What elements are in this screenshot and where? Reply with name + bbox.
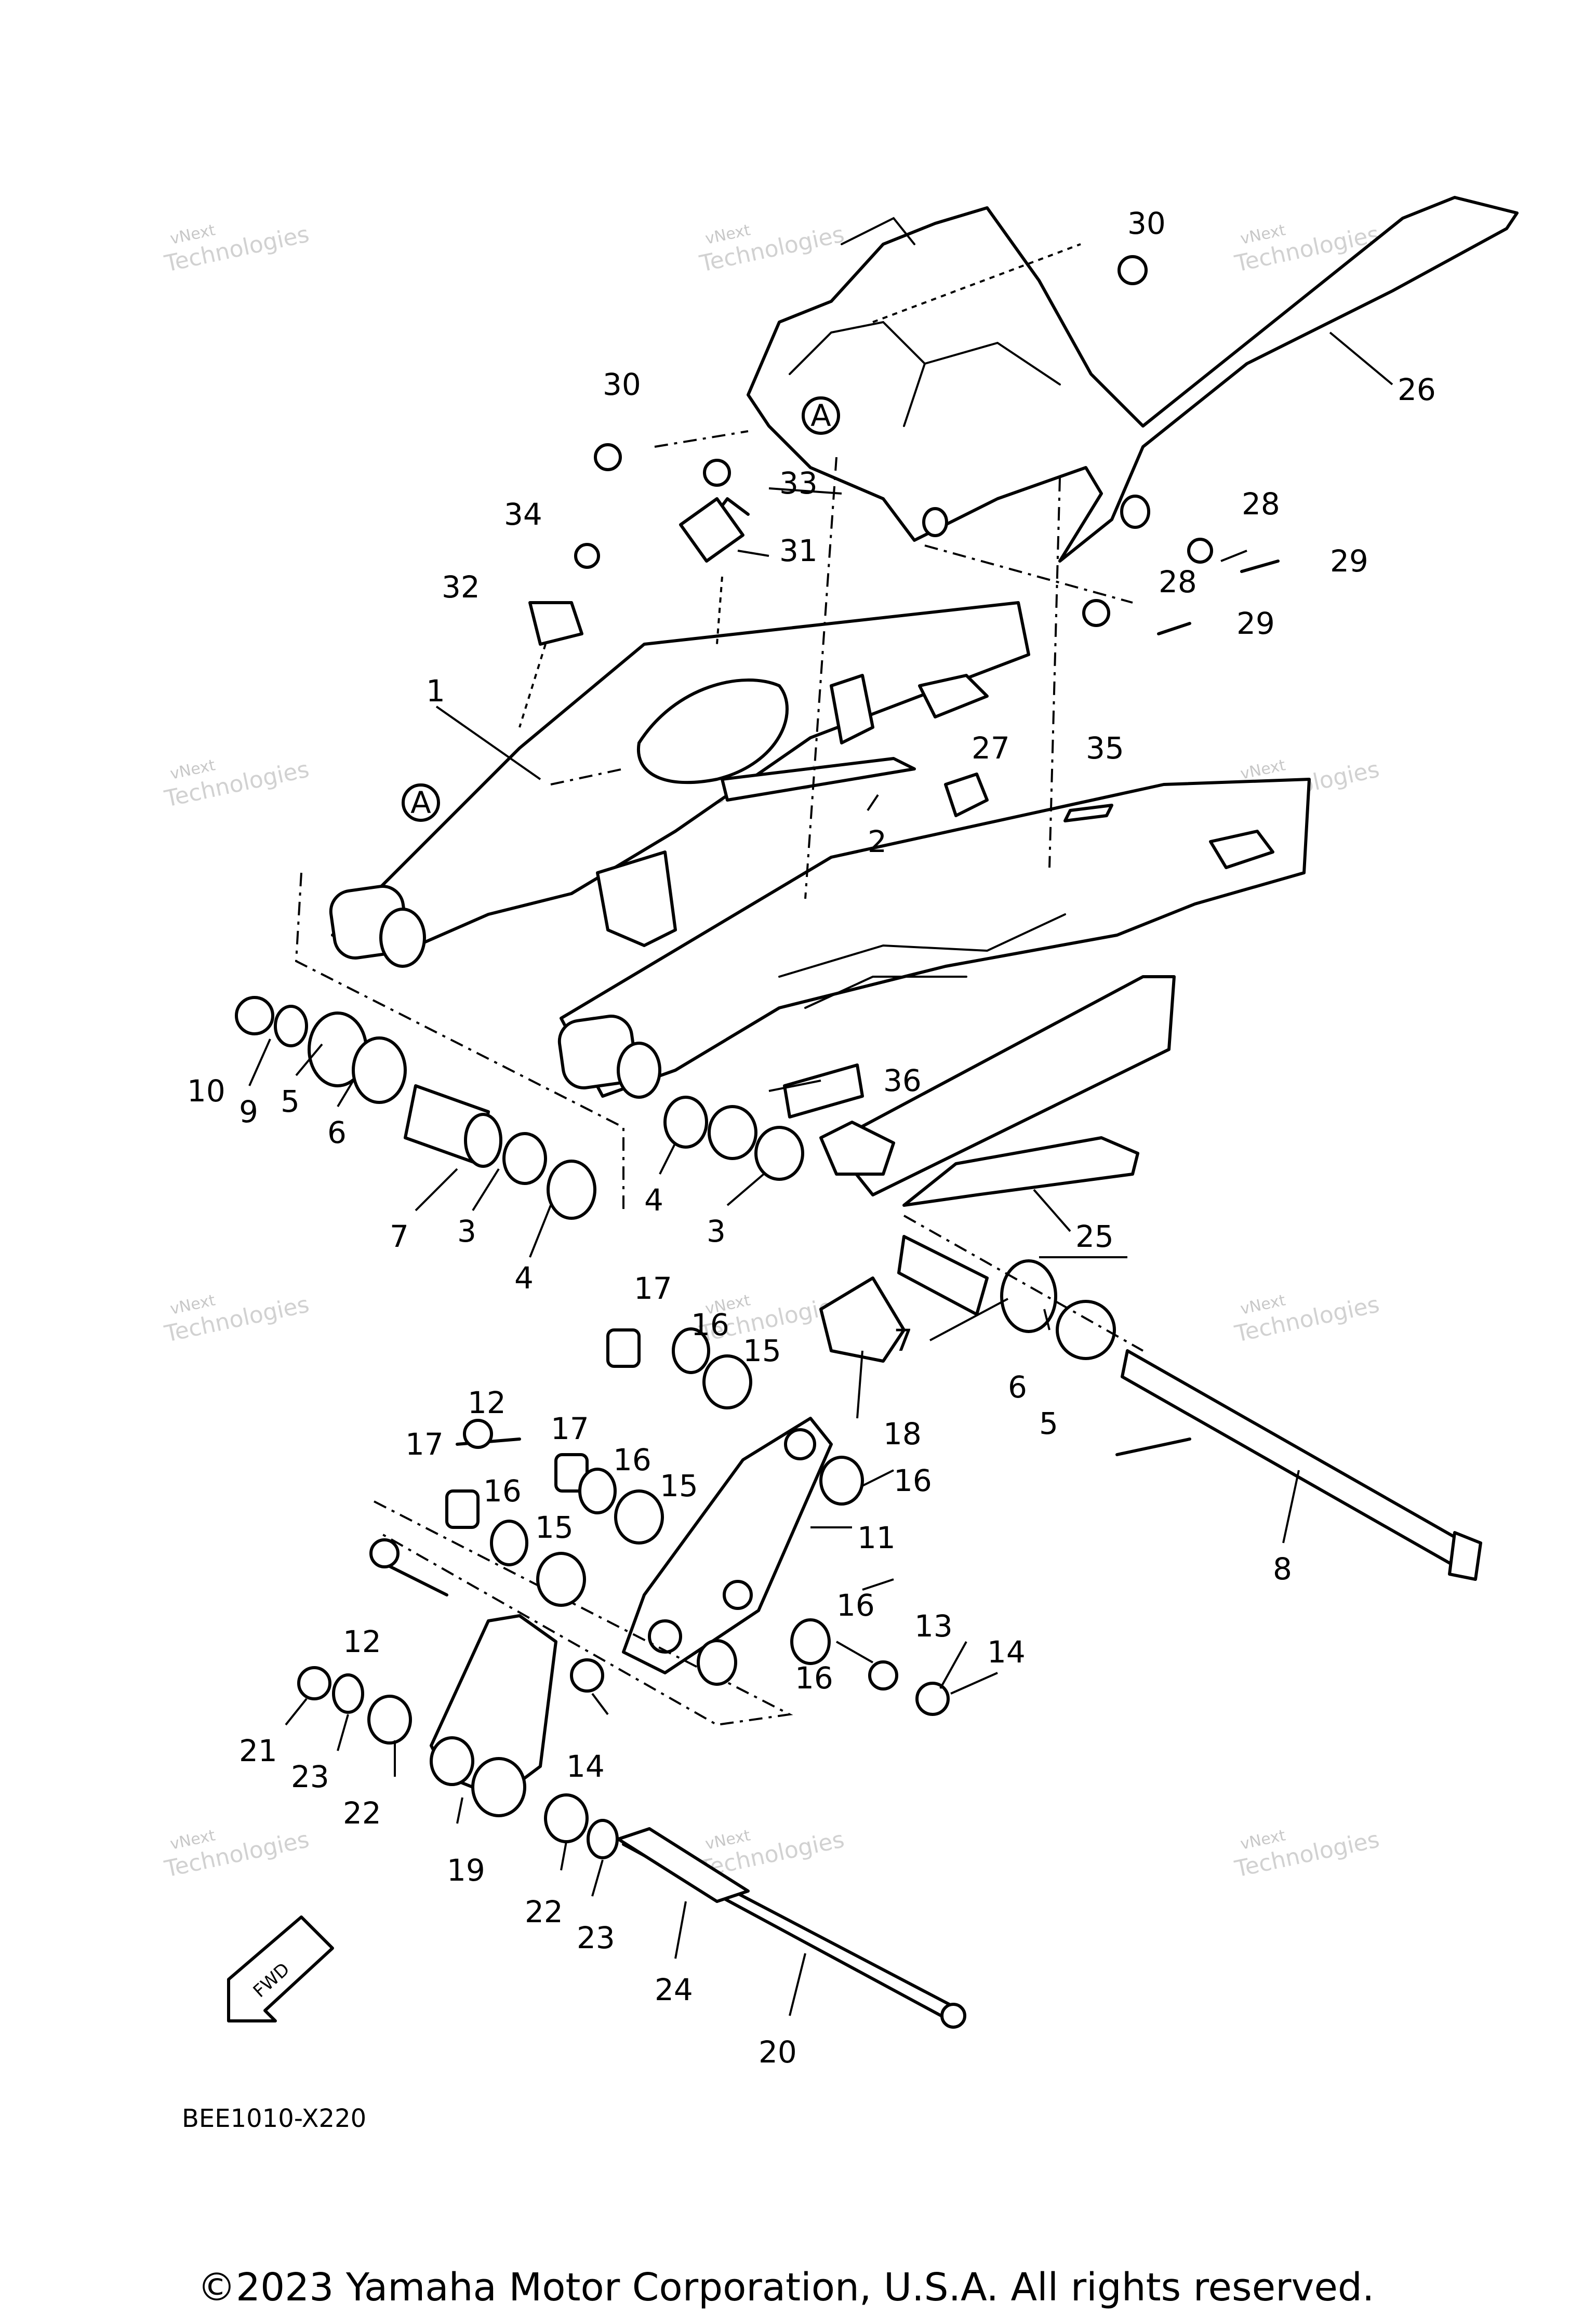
callout-20: 20 [759, 2034, 797, 2070]
fasteners [297, 255, 1280, 1859]
callout-6: 6 [327, 1115, 347, 1150]
leader-lines [248, 331, 1393, 2016]
rear-fender [747, 196, 1519, 563]
callout-6: 6 [1008, 1369, 1027, 1405]
callout-12: 12 [468, 1385, 506, 1420]
callout-16: 16 [613, 1442, 651, 1478]
callout-29: 29 [1330, 543, 1368, 579]
callout-8: 8 [1273, 1551, 1292, 1587]
callout-14: 14 [566, 1749, 605, 1784]
callout-19: 19 [447, 1853, 485, 1888]
callout-25: 25 [1075, 1219, 1114, 1254]
callout-22: 22 [343, 1795, 381, 1831]
callout-35: 35 [1086, 730, 1124, 766]
callout-1: 1 [426, 673, 445, 709]
ref-marker-label: A [410, 785, 431, 820]
swingarm [329, 601, 1311, 1099]
callout-16: 16 [894, 1463, 932, 1498]
callout-33: 33 [779, 465, 818, 501]
callout-12: 12 [343, 1624, 381, 1659]
callout-7: 7 [390, 1219, 409, 1254]
callout-15: 15 [535, 1510, 574, 1545]
callout-16: 16 [836, 1588, 875, 1623]
pivot-hardware-left [235, 872, 624, 1220]
callout-23: 23 [577, 1920, 615, 1955]
callout-3: 3 [457, 1214, 476, 1249]
callout-15: 15 [743, 1333, 781, 1368]
callout-18: 18 [883, 1416, 922, 1452]
callouts: 1 2 3 3 4 4 5 5 6 6 7 7 8 9 10 11 12 12 … [187, 206, 1436, 2070]
callout-5: 5 [1039, 1406, 1058, 1441]
callout-10: 10 [187, 1073, 225, 1109]
diagram-code: BEE1010-X220 [182, 2104, 367, 2133]
callout-5: 5 [281, 1084, 300, 1119]
copyright-notice: ©2023 Yamaha Motor Corporation, U.S.A. A… [197, 2265, 1375, 2310]
callout-16: 16 [483, 1473, 522, 1509]
callout-32: 32 [442, 569, 480, 605]
callout-21: 21 [239, 1733, 277, 1768]
callout-17: 17 [405, 1427, 444, 1462]
callout-24: 24 [655, 1972, 693, 2007]
callout-36: 36 [883, 1063, 922, 1098]
callout-3: 3 [707, 1214, 726, 1249]
assembly-lines [518, 243, 1133, 899]
callout-16: 16 [795, 1660, 833, 1696]
callout-7: 7 [894, 1323, 913, 1358]
callout-17: 17 [634, 1271, 672, 1306]
callout-31: 31 [779, 533, 818, 568]
fwd-arrow: FWD [227, 1915, 334, 2022]
callout-2: 2 [868, 824, 887, 859]
callout-30: 30 [1127, 206, 1166, 241]
callout-17: 17 [551, 1411, 589, 1446]
callout-29: 29 [1236, 606, 1275, 641]
callout-4: 4 [644, 1182, 663, 1218]
reference-marker-a: A A [402, 396, 840, 822]
chain-guide [819, 975, 1176, 1207]
callout-15: 15 [660, 1468, 698, 1503]
callout-13: 13 [914, 1608, 953, 1644]
callout-4: 4 [514, 1260, 534, 1296]
callout-26: 26 [1398, 372, 1436, 407]
callout-27: 27 [972, 730, 1010, 766]
ref-marker-label: A [810, 398, 831, 433]
callout-14: 14 [987, 1634, 1026, 1670]
callout-34: 34 [504, 497, 542, 532]
callout-23: 23 [291, 1759, 329, 1794]
callout-28: 28 [1242, 486, 1280, 522]
callout-11: 11 [857, 1520, 896, 1555]
callout-9: 9 [239, 1094, 258, 1129]
callout-22: 22 [525, 1894, 563, 1929]
callout-28: 28 [1159, 564, 1197, 600]
callout-16: 16 [691, 1307, 729, 1342]
callout-30: 30 [603, 367, 641, 402]
linkage [374, 1276, 966, 2029]
